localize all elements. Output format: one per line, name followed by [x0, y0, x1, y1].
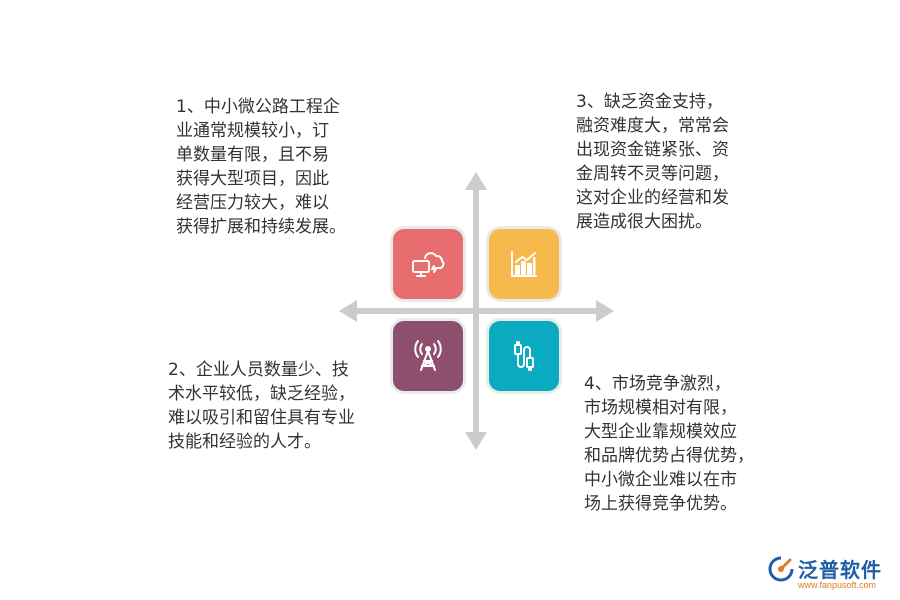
point-2-line: 2、企业人员数量少、技: [168, 360, 349, 380]
signal-tower-icon: [414, 340, 442, 371]
point-1-line: 1、中小微公路工程企: [176, 97, 340, 117]
point-3-line: 这对企业的经营和发: [576, 188, 729, 208]
point-4-line: 市场规模相对有限，: [584, 398, 737, 418]
point-3-line: 展造成很大困扰。: [576, 212, 712, 232]
point-4-line: 中小微企业难以在市: [584, 470, 737, 490]
up-arrow: [465, 172, 487, 190]
right-arrow: [596, 300, 614, 322]
point-2-line: 术水平较低，缺乏经验，: [168, 384, 355, 404]
point-3-line: 出现资金链紧张、资: [576, 140, 729, 160]
point-4-line: 场上获得竞争优势。: [584, 494, 737, 514]
down-arrow: [465, 432, 487, 450]
point-3-line: 融资难度大，常常会: [576, 116, 729, 136]
point-4-line: 大型企业靠规模效应: [584, 422, 737, 442]
tile-cloud-computer: [393, 229, 463, 299]
point-3-text: 3、缺乏资金支持， 融资难度大，常常会 出现资金链紧张、资 金周转不灵等问题， …: [576, 90, 729, 234]
point-1-text: 1、中小微公路工程企 业通常规模较小，订 单数量有限，且不易 获得大型项目，因此…: [176, 95, 346, 239]
point-1-line: 业通常规模较小，订: [176, 121, 329, 141]
brand-name: 泛普软件: [798, 558, 882, 582]
bar-chart-icon: [511, 251, 537, 277]
point-4-text: 4、市场竞争激烈， 市场规模相对有限， 大型企业靠规模效应 和品牌优势占得优势，…: [584, 372, 754, 516]
point-1-line: 单数量有限，且不易: [176, 145, 329, 165]
tile-cable-plug: [489, 321, 559, 391]
point-1-line: 获得扩展和持续发展。: [176, 217, 346, 237]
brand-logo: 泛普软件 www.fanpusoft.com: [768, 552, 894, 596]
point-2-line: 技能和经验的人才。: [168, 432, 321, 452]
brand-url: www.fanpusoft.com: [798, 580, 877, 590]
fanpu-logo-icon: [768, 556, 794, 582]
tile-bar-chart: [489, 229, 559, 299]
point-1-line: 经营压力较大，难以: [176, 193, 329, 213]
cloud-computer-icon: [412, 252, 445, 277]
left-arrow: [339, 300, 357, 322]
point-3-line: 金周转不灵等问题，: [576, 164, 729, 184]
tile-signal-tower: [393, 321, 463, 391]
point-3-line: 3、缺乏资金支持，: [576, 92, 723, 112]
point-2-line: 难以吸引和留住具有专业: [168, 408, 355, 428]
point-2-text: 2、企业人员数量少、技 术水平较低，缺乏经验， 难以吸引和留住具有专业 技能和经…: [168, 358, 355, 454]
point-4-line: 和品牌优势占得优势，: [584, 446, 754, 466]
point-4-line: 4、市场竞争激烈，: [584, 374, 731, 394]
point-1-line: 获得大型项目，因此: [176, 169, 329, 189]
cable-plug-icon: [514, 341, 534, 371]
